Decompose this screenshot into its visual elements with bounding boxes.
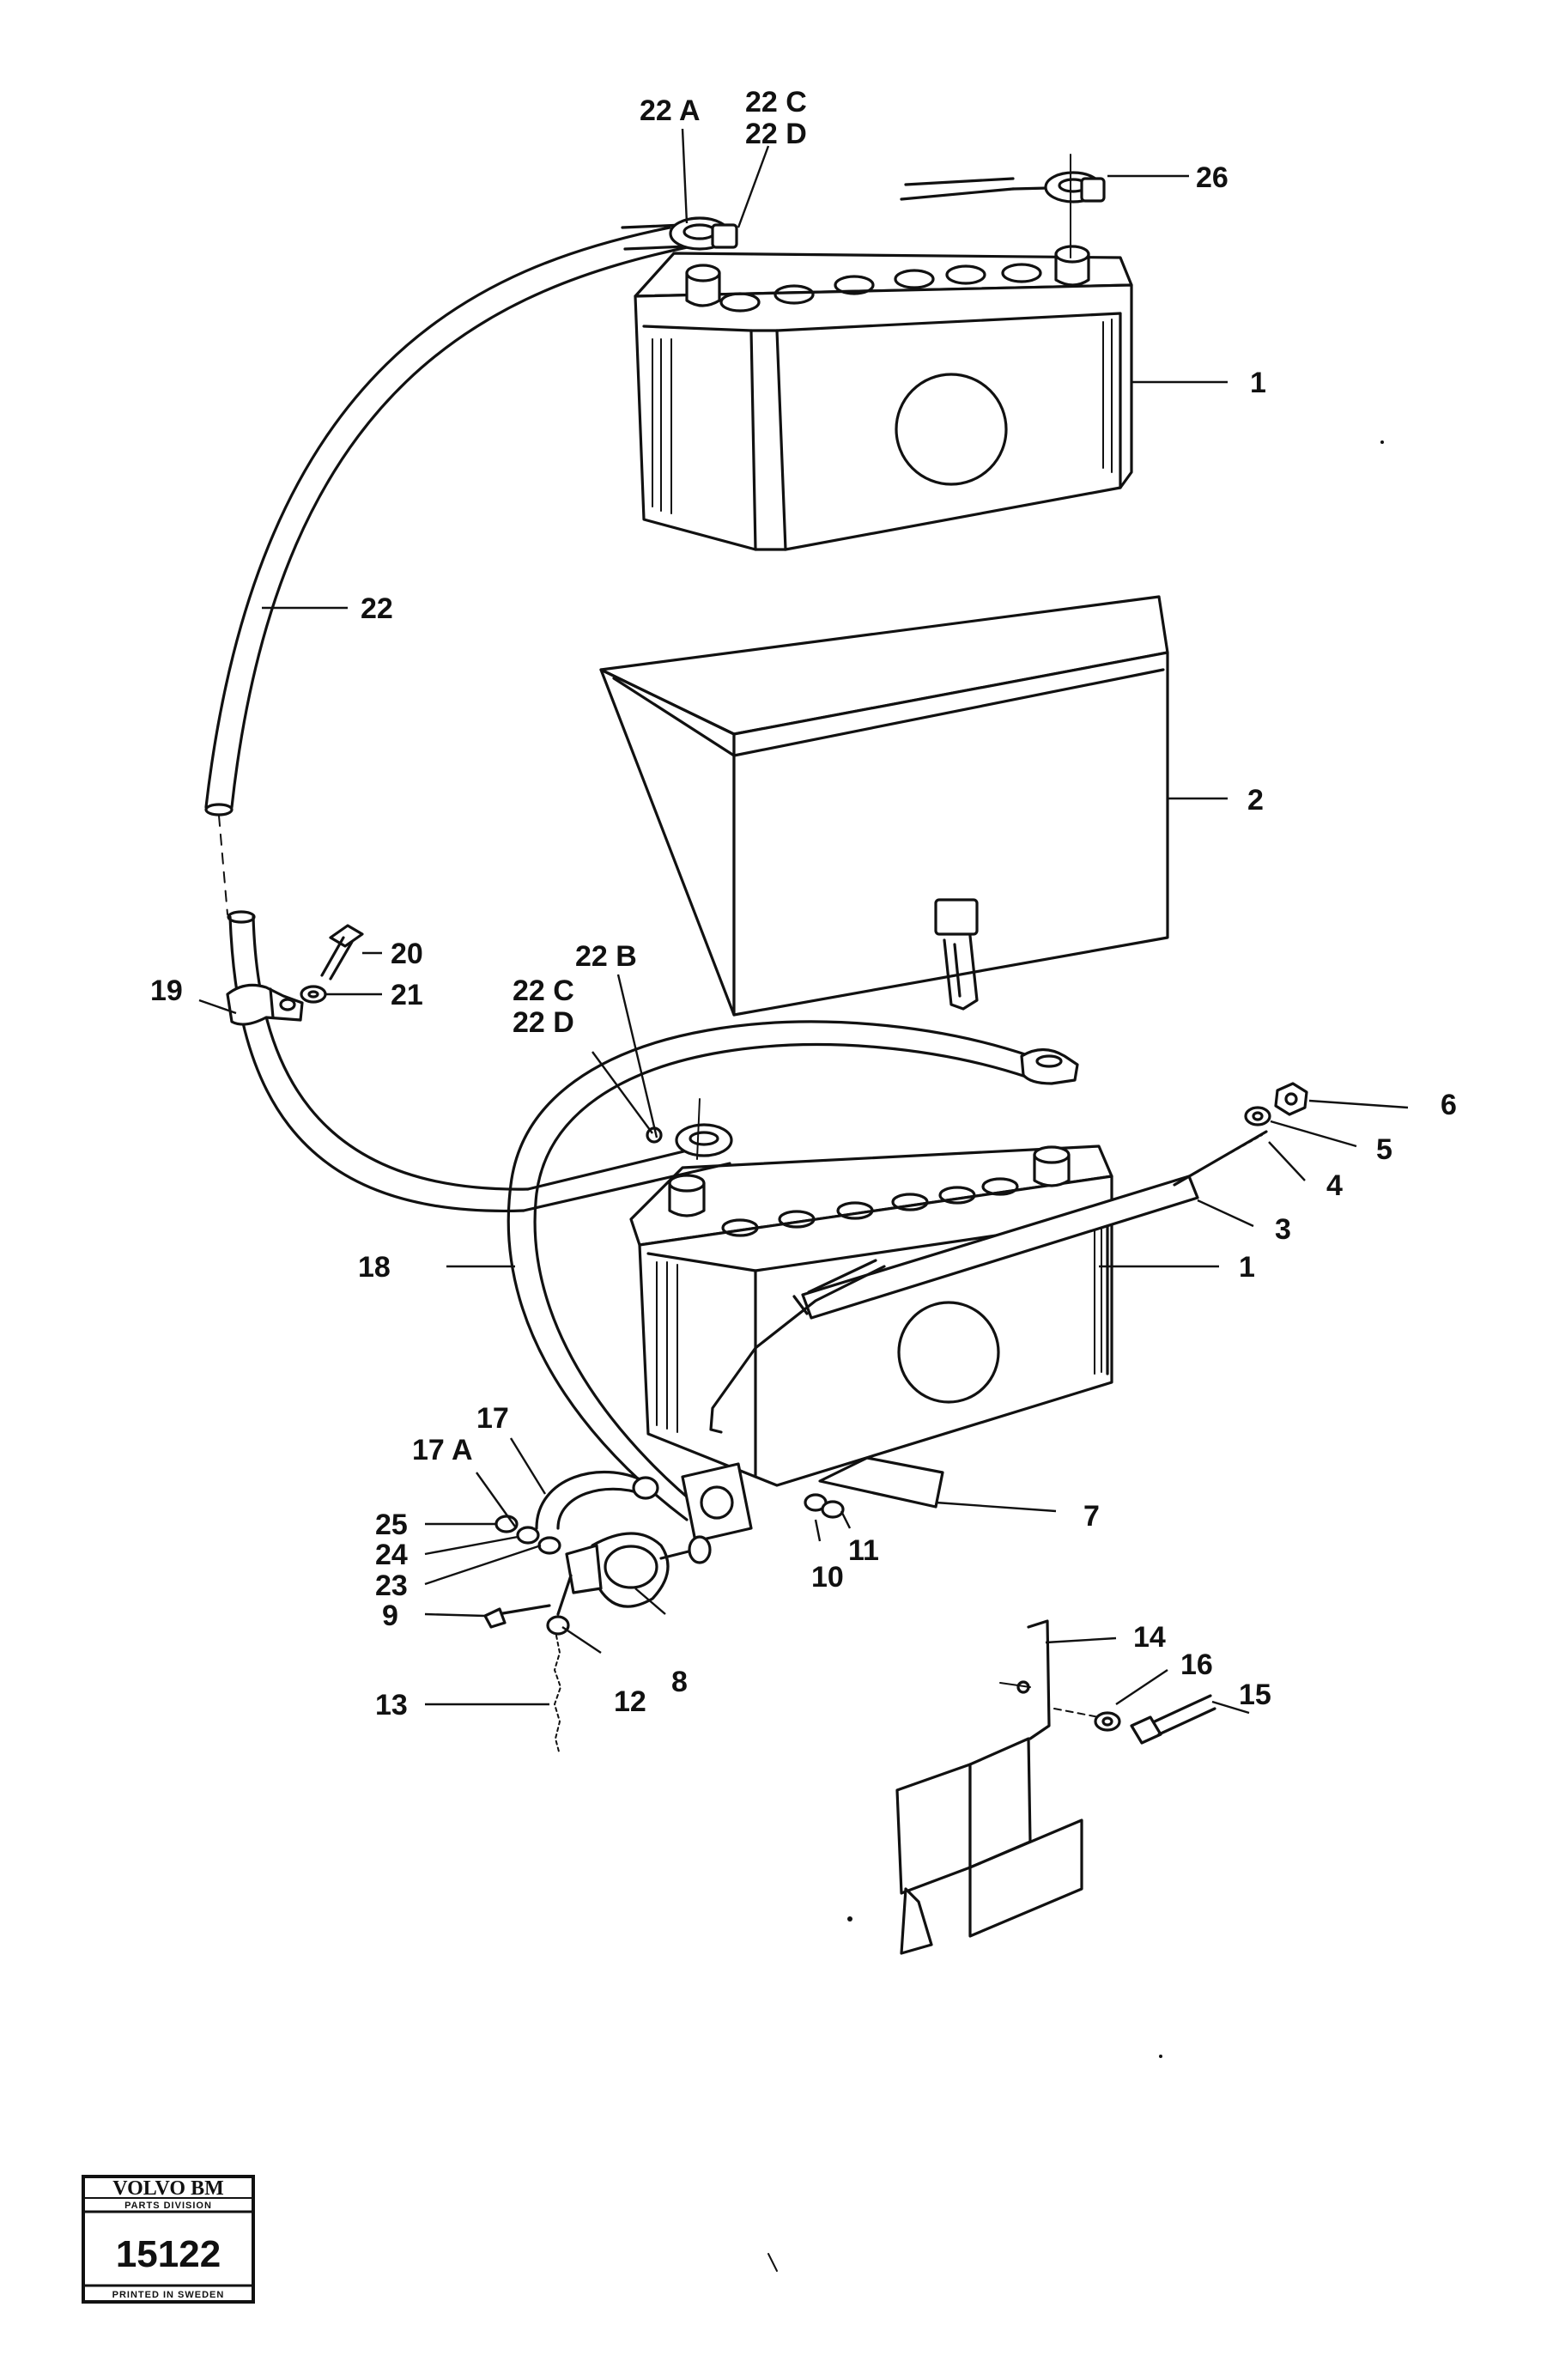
printed-note: PRINTED IN SWEDEN bbox=[112, 2290, 225, 2300]
title-block: VOLVO BM PARTS DIVISION 15122 PRINTED IN… bbox=[82, 2175, 255, 2304]
label-26: 26 bbox=[1196, 161, 1228, 194]
label-15: 15 bbox=[1239, 1679, 1271, 1711]
plate-7 bbox=[818, 1456, 944, 1509]
label-22B: 22 B bbox=[575, 940, 637, 973]
label-22A: 22 A bbox=[640, 94, 701, 127]
label-21: 21 bbox=[391, 979, 423, 1011]
label-12: 12 bbox=[614, 1685, 646, 1718]
label-9: 9 bbox=[382, 1600, 398, 1632]
label-16: 16 bbox=[1180, 1648, 1213, 1681]
label-22: 22 bbox=[361, 592, 393, 625]
main-switch-8 bbox=[546, 1462, 753, 1752]
bolt-15 bbox=[1130, 1694, 1216, 1745]
label-6: 6 bbox=[1441, 1089, 1457, 1121]
bracket-14 bbox=[895, 1619, 1100, 1955]
top-battery bbox=[634, 245, 1133, 551]
label-11: 11 bbox=[848, 1534, 879, 1567]
label-14: 14 bbox=[1133, 1621, 1166, 1654]
label-10: 10 bbox=[811, 1561, 844, 1594]
washer-16 bbox=[1094, 1711, 1121, 1732]
battery-box-cover bbox=[599, 595, 1169, 1017]
jumper-cable-17 bbox=[535, 1470, 659, 1530]
label-24: 24 bbox=[375, 1539, 408, 1571]
label-13: 13 bbox=[375, 1689, 408, 1721]
label-25: 25 bbox=[375, 1509, 408, 1541]
label-22D-mid: 22 D bbox=[513, 1006, 574, 1039]
label-23: 23 bbox=[375, 1569, 408, 1602]
label-17A: 17 A bbox=[412, 1434, 473, 1466]
scan-specks bbox=[767, 440, 1384, 2272]
top-cable-22 bbox=[204, 216, 738, 915]
lower-battery bbox=[629, 1144, 1113, 1487]
bolt-9 bbox=[483, 1604, 551, 1629]
cable-clamp-19 bbox=[226, 910, 530, 1212]
small-hardware-23-25 bbox=[494, 1515, 561, 1555]
cable-22-lower-clamp bbox=[522, 1098, 733, 1212]
label-4: 4 bbox=[1326, 1169, 1343, 1202]
washer-5 bbox=[1244, 1106, 1271, 1126]
label-1-bottom: 1 bbox=[1239, 1251, 1255, 1284]
washers-10-11 bbox=[804, 1493, 845, 1519]
tie-rod-4 bbox=[709, 1130, 1268, 1434]
leader-lines bbox=[198, 128, 1409, 1715]
cable-18 bbox=[507, 1020, 1079, 1521]
label-3: 3 bbox=[1275, 1213, 1291, 1246]
brand-name: VOLVO BM bbox=[112, 2177, 224, 2200]
callout-labels: 22 A 22 C 22 D 26 1 22 2 20 21 19 22 B 2… bbox=[150, 86, 1457, 1721]
nut-6 bbox=[1274, 1082, 1308, 1116]
label-7: 7 bbox=[1083, 1500, 1100, 1533]
label-5: 5 bbox=[1376, 1133, 1392, 1166]
label-17: 17 bbox=[476, 1402, 509, 1435]
top-cable-26 bbox=[900, 154, 1106, 258]
drawing-number: 15122 bbox=[116, 2233, 221, 2275]
label-18: 18 bbox=[358, 1251, 391, 1284]
bolt-20 bbox=[320, 924, 364, 981]
label-19: 19 bbox=[150, 974, 183, 1007]
label-22C-mid: 22 C bbox=[513, 974, 574, 1007]
division-name: PARTS DIVISION bbox=[124, 2201, 212, 2211]
washer-21 bbox=[300, 985, 327, 1004]
label-22C-top: 22 C bbox=[745, 86, 807, 118]
label-8: 8 bbox=[671, 1666, 688, 1698]
label-1-top: 1 bbox=[1250, 367, 1266, 399]
label-20: 20 bbox=[391, 938, 423, 970]
label-22D-top: 22 D bbox=[745, 118, 807, 150]
label-2: 2 bbox=[1247, 784, 1264, 817]
